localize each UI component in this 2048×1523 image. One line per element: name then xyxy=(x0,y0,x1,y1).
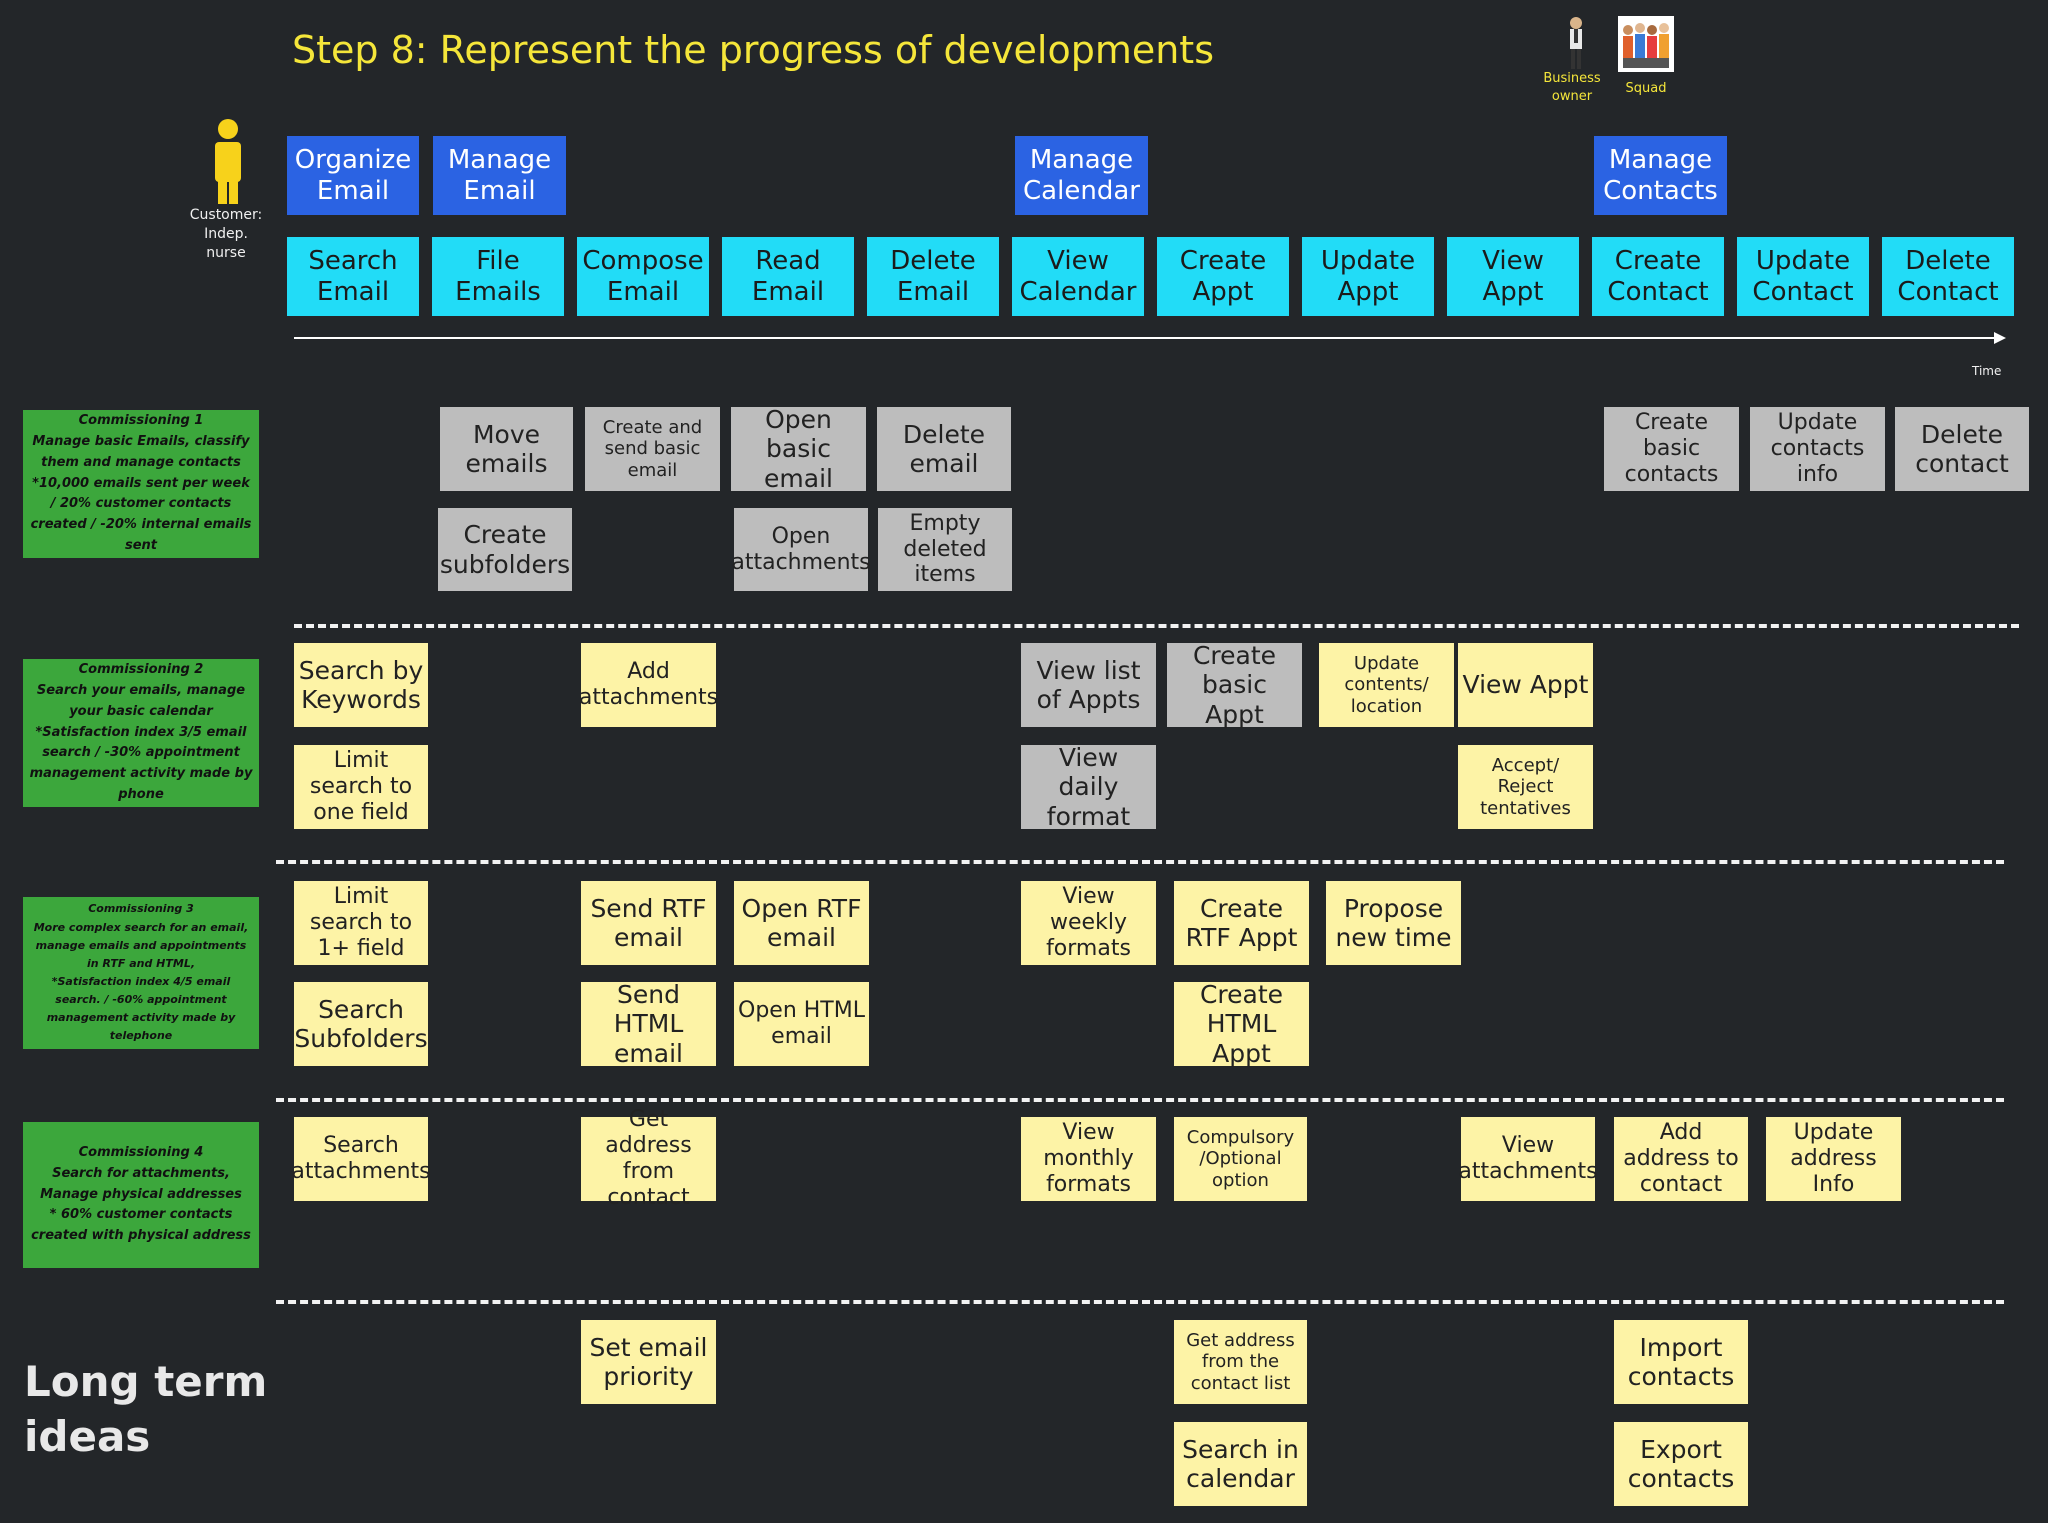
card-search-attachments[interactable]: Search attachments xyxy=(291,1117,431,1201)
release-heading: Commissioning 3 xyxy=(88,902,194,916)
release-metrics: *Satisfaction index 4/5 email search. / … xyxy=(46,975,236,1043)
card-set-email-priority[interactable]: Set email priority xyxy=(581,1320,716,1404)
card-send-rtf-email[interactable]: Send RTF email xyxy=(581,881,716,965)
card-delete-contact[interactable]: Delete contact xyxy=(1895,407,2029,491)
step-read-email[interactable]: Read Email xyxy=(722,237,854,316)
step-create-contact[interactable]: Create Contact xyxy=(1592,237,1724,316)
release-divider xyxy=(294,624,2019,628)
release-goal: More complex search for an email, manage… xyxy=(33,920,249,970)
card-open-html-email[interactable]: Open HTML email xyxy=(734,982,869,1066)
card-open-basic-email[interactable]: Open basic email xyxy=(731,405,866,493)
squad-label: Squad xyxy=(1625,81,1667,96)
release-divider xyxy=(276,860,2004,864)
activity-manage-email[interactable]: Manage Email xyxy=(433,136,566,215)
card-view-monthly-formats[interactable]: View monthly formats xyxy=(1021,1117,1156,1201)
card-add-address-to-contact[interactable]: Add address to contact xyxy=(1614,1117,1748,1201)
step-file-emails[interactable]: File Emails xyxy=(432,237,564,316)
card-limit-search-one-field[interactable]: Limit search to one field xyxy=(294,745,428,829)
step-view-appt[interactable]: View Appt xyxy=(1447,237,1579,316)
time-arrow xyxy=(294,330,2006,346)
card-search-in-calendar[interactable]: Search in calendar xyxy=(1174,1422,1307,1506)
release-goal: Search for attachments, Manage physical … xyxy=(40,1165,242,1202)
step-create-appt[interactable]: Create Appt xyxy=(1157,237,1289,316)
business-owner-icon xyxy=(1566,16,1586,70)
step-update-appt[interactable]: Update Appt xyxy=(1302,237,1434,316)
card-add-attachments[interactable]: Add attachments xyxy=(579,643,718,727)
card-delete-email[interactable]: Delete email xyxy=(877,407,1011,491)
card-empty-deleted-items[interactable]: Empty deleted items xyxy=(878,508,1012,591)
card-view-daily-format[interactable]: View daily format xyxy=(1021,743,1156,831)
release-commissioning-4: Commissioning 4 Search for attachments, … xyxy=(23,1122,259,1268)
card-update-contacts-info[interactable]: Update contacts info xyxy=(1750,407,1885,491)
release-goal: Search your emails, manage your basic ca… xyxy=(36,683,246,719)
activity-manage-calendar[interactable]: Manage Calendar xyxy=(1015,136,1148,215)
release-commissioning-1: Commissioning 1 Manage basic Emails, cla… xyxy=(23,410,259,558)
card-search-by-keywords[interactable]: Search by Keywords xyxy=(294,643,428,727)
card-compulsory-optional-option[interactable]: Compulsory /Optional option xyxy=(1174,1117,1307,1201)
step-delete-contact[interactable]: Delete Contact xyxy=(1882,237,2014,316)
release-heading: Commissioning 4 xyxy=(78,1145,204,1160)
release-divider xyxy=(276,1300,2004,1304)
step-update-contact[interactable]: Update Contact xyxy=(1737,237,1869,316)
step-view-calendar[interactable]: View Calendar xyxy=(1012,237,1144,316)
step-search-email[interactable]: Search Email xyxy=(287,237,419,316)
business-owner-label: Business owner xyxy=(1543,71,1601,105)
card-get-address-from-contact[interactable]: Get address from contact xyxy=(581,1107,716,1210)
card-export-contacts[interactable]: Export contacts xyxy=(1614,1422,1748,1506)
person-icon xyxy=(210,118,246,204)
card-view-weekly-formats[interactable]: View weekly formats xyxy=(1021,881,1156,965)
activity-organize-email[interactable]: Organize Email xyxy=(287,136,419,215)
long-term-label: Long term ideas xyxy=(24,1357,268,1461)
card-update-contents-location[interactable]: Update contents/ location xyxy=(1319,643,1454,727)
activity-manage-contacts[interactable]: Manage Contacts xyxy=(1594,136,1727,215)
card-create-html-appt[interactable]: Create HTML Appt xyxy=(1174,980,1309,1068)
card-move-emails[interactable]: Move emails xyxy=(440,407,573,491)
card-view-attachments[interactable]: View attachments xyxy=(1458,1117,1598,1201)
card-create-rtf-appt[interactable]: Create RTF Appt xyxy=(1174,881,1309,965)
release-heading: Commissioning 1 xyxy=(78,413,204,429)
card-view-appt[interactable]: View Appt xyxy=(1458,643,1593,727)
card-create-basic-appt[interactable]: Create basic Appt xyxy=(1167,641,1302,729)
release-divider xyxy=(276,1098,2004,1102)
release-commissioning-2: Commissioning 2 Search your emails, mana… xyxy=(23,659,259,807)
squad-icon xyxy=(1618,16,1674,72)
card-limit-search-multiple-fields[interactable]: Limit search to 1+ field xyxy=(294,881,428,965)
release-metrics: *10,000 emails sent per week / 20% custo… xyxy=(30,475,252,553)
time-label: Time xyxy=(1972,364,2002,378)
card-update-address-info[interactable]: Update address Info xyxy=(1766,1117,1901,1201)
card-send-html-email[interactable]: Send HTML email xyxy=(581,980,716,1068)
release-goal: Manage basic Emails, classify them and m… xyxy=(32,434,250,470)
card-search-subfolders[interactable]: Search Subfolders xyxy=(294,982,428,1066)
card-create-subfolders[interactable]: Create subfolders xyxy=(438,508,572,591)
release-metrics: *Satisfaction index 3/5 email search / -… xyxy=(29,724,253,802)
release-commissioning-3: Commissioning 3 More complex search for … xyxy=(23,897,259,1049)
card-accept-reject-tentatives[interactable]: Accept/ Reject tentatives xyxy=(1458,745,1593,829)
step-delete-email[interactable]: Delete Email xyxy=(867,237,999,316)
step-compose-email[interactable]: Compose Email xyxy=(577,237,709,316)
card-import-contacts[interactable]: Import contacts xyxy=(1614,1320,1748,1404)
card-create-send-basic-email[interactable]: Create and send basic email xyxy=(585,407,720,491)
release-heading: Commissioning 2 xyxy=(78,662,204,678)
customer-label: Customer: Indep. nurse xyxy=(189,207,263,261)
card-create-basic-contacts[interactable]: Create basic contacts xyxy=(1604,407,1739,491)
card-open-rtf-email[interactable]: Open RTF email xyxy=(734,881,869,965)
card-view-list-of-appts[interactable]: View list of Appts xyxy=(1021,643,1156,727)
release-metrics: * 60% customer contacts created with phy… xyxy=(31,1207,251,1244)
card-open-attachments[interactable]: Open attachments xyxy=(731,508,871,591)
page-title: Step 8: Represent the progress of develo… xyxy=(292,28,1215,72)
card-propose-new-time[interactable]: Propose new time xyxy=(1326,881,1461,965)
card-get-address-from-contact-list[interactable]: Get address from the contact list xyxy=(1174,1320,1307,1404)
